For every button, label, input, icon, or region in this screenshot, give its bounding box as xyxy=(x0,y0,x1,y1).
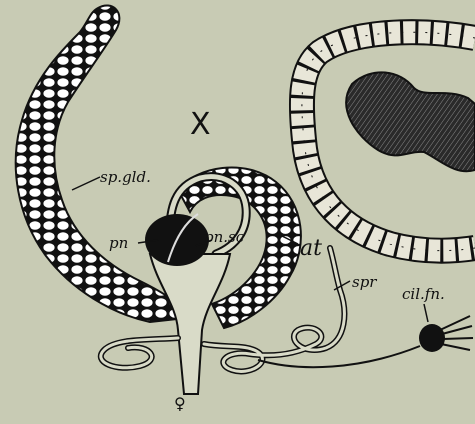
panel-mark: X xyxy=(190,110,211,140)
label-atrium: at xyxy=(300,238,322,260)
label-sperm-gland: sp.gld. xyxy=(100,170,151,185)
label-ciliated-funnel: cil.fn. xyxy=(402,287,445,302)
intestine-section xyxy=(302,32,475,250)
label-spermiduct: spr xyxy=(352,275,376,290)
label-female-pore: ♀ xyxy=(174,396,186,412)
genital-duct xyxy=(150,254,230,394)
label-penis: pn xyxy=(109,236,128,251)
label-penis-sheath: pn.sc xyxy=(204,230,244,245)
